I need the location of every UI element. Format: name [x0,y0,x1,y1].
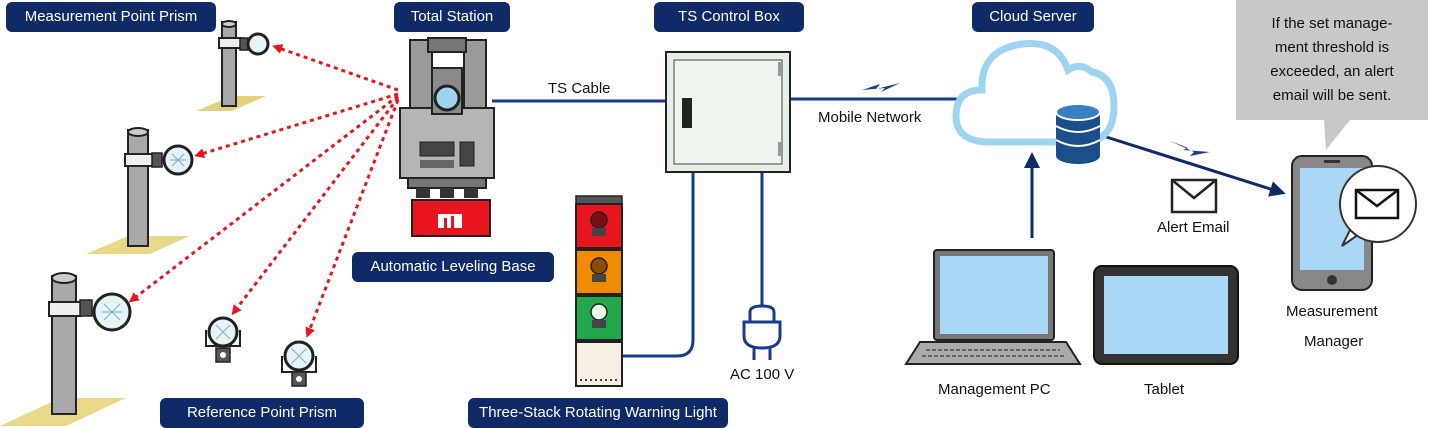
label-automatic-leveling-base: Automatic Leveling Base [352,252,554,282]
callout-line-1: If the set manage- [1271,15,1393,32]
laptop-icon [904,249,1082,365]
laser-lines [128,44,400,338]
control-box-icon [665,51,791,173]
label-measurement-manager-2: Manager [1304,333,1364,350]
plug-icon [742,304,782,360]
label-ac-100v: AC 100 V [730,366,795,383]
callout-line-4: email will be sent. [1272,87,1392,104]
label-management-pc: Management PC [938,381,1051,398]
envelope-icon [1170,178,1218,214]
measurement-prism-1 [196,20,270,111]
label-mobile-network: Mobile Network [818,109,922,126]
label-total-station: Total Station [394,2,510,32]
label-ts-control-box: TS Control Box [654,2,804,32]
label-reference-point-prism: Reference Point Prism [160,398,364,428]
total-station-icon [399,37,495,237]
label-cloud-server: Cloud Server [972,2,1094,32]
label-measurement-point-prism: Measurement Point Prism [6,2,216,32]
tablet-icon [1093,265,1239,365]
reference-prism-2 [281,340,317,387]
label-tablet: Tablet [1144,381,1185,398]
callout-line-3: exceeded, an alert [1270,63,1394,80]
lightning-icon [1168,140,1210,156]
smartphone-icon [1291,155,1417,291]
database-icon [1055,103,1101,164]
connections [492,97,1286,358]
warning-light-icon [575,195,623,387]
lightning-icon [862,83,900,92]
alert-callout: If the set manage- ment threshold is exc… [1236,0,1428,120]
label-alert-email: Alert Email [1157,219,1230,236]
label-measurement-manager-1: Measurement [1286,303,1378,320]
measurement-prism-2 [86,127,194,254]
measurement-prism-3 [0,272,132,426]
reference-prism-1 [205,316,241,363]
callout-line-2: ment threshold is [1274,39,1390,56]
label-ts-cable: TS Cable [548,80,611,97]
label-three-stack-light: Three-Stack Rotating Warning Light [468,398,728,428]
